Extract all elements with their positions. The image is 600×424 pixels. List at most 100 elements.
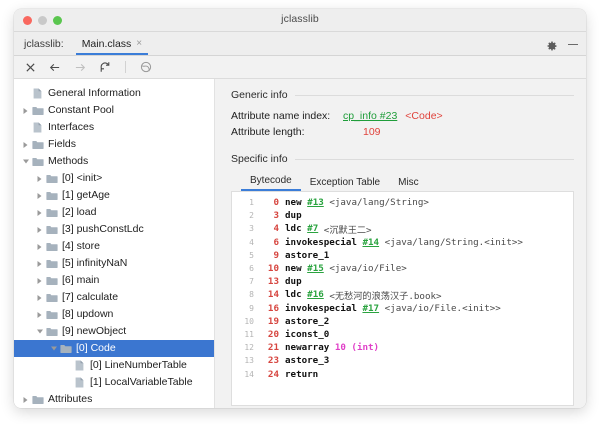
tree-item-interfaces[interactable]: Interfaces <box>14 119 214 136</box>
line-number: 4 <box>249 237 254 247</box>
chevron-down-icon[interactable] <box>48 345 59 352</box>
bytecode-opcode: new <box>285 263 302 275</box>
constant-pool-ref[interactable]: #15 <box>307 263 324 275</box>
bytecode-opcode: invokespecial <box>285 236 357 248</box>
bytecode-comment: <沉默王二> <box>323 224 372 236</box>
tree-item-4-store[interactable]: [4] store <box>14 238 214 255</box>
tree-item-attributes[interactable]: Attributes <box>14 391 214 408</box>
tab-exception-table[interactable]: Exception Table <box>309 177 381 188</box>
chevron-down-icon[interactable] <box>20 158 31 165</box>
tree-item-2-load[interactable]: [2] load <box>14 204 214 221</box>
chevron-right-icon[interactable] <box>34 243 45 251</box>
tree-item-methods[interactable]: Methods <box>14 153 214 170</box>
chevron-right-icon[interactable] <box>34 311 45 319</box>
tree-item-0-init[interactable]: [0] <init> <box>14 170 214 187</box>
folder-icon <box>31 395 44 405</box>
bytecode-immediate: 10 (int) <box>334 342 380 354</box>
panel-splitter[interactable] <box>215 79 219 408</box>
tree-item-9-newobject[interactable]: [9] newObject <box>14 323 214 340</box>
line-number: 14 <box>244 369 254 379</box>
gear-icon[interactable] <box>546 40 558 52</box>
chevron-right-icon[interactable] <box>20 107 31 115</box>
tree-item-fields[interactable]: Fields <box>14 136 214 153</box>
tree-item-label: Attributes <box>48 393 93 406</box>
chevron-down-icon[interactable] <box>34 328 45 335</box>
section-divider <box>294 94 574 96</box>
chevron-right-icon[interactable] <box>20 141 31 149</box>
constant-pool-ref[interactable]: #13 <box>307 197 324 209</box>
zoom-window-button[interactable] <box>53 16 62 25</box>
back-icon[interactable] <box>48 60 62 74</box>
tab-bytecode[interactable]: Bytecode <box>241 175 301 191</box>
tab-main-class[interactable]: Main.class × <box>75 38 149 55</box>
chevron-right-icon[interactable] <box>34 175 45 183</box>
tree-item-1-getage[interactable]: [1] getAge <box>14 187 214 204</box>
bytecode-offset: 10 <box>267 263 279 275</box>
chevron-right-icon[interactable] <box>34 260 45 268</box>
chevron-right-icon[interactable] <box>34 294 45 302</box>
tree-item-0-linenumbertable[interactable]: [0] LineNumberTable <box>14 357 214 374</box>
tree-item-label: [4] store <box>62 240 100 253</box>
chevron-right-icon[interactable] <box>34 209 45 217</box>
bytecode-opcode: ldc <box>285 223 302 235</box>
close-window-button[interactable] <box>23 16 32 25</box>
tree-item-5-infinitynan[interactable]: [5] infinityNaN <box>14 255 214 272</box>
bytecode-opcode: astore_2 <box>285 315 330 327</box>
close-icon[interactable] <box>23 60 37 74</box>
browse-icon[interactable] <box>139 60 153 74</box>
tree-item-3-pushconstldc[interactable]: [3] pushConstLdc <box>14 221 214 238</box>
tree-item-1-localvariabletable[interactable]: [1] LocalVariableTable <box>14 374 214 391</box>
tree-item-8-updown[interactable]: [8] updown <box>14 306 214 323</box>
tree-item-label: Interfaces <box>48 121 95 134</box>
tree-item-6-main[interactable]: [6] main <box>14 272 214 289</box>
minimize-icon[interactable] <box>568 43 578 46</box>
reload-icon[interactable] <box>98 60 112 74</box>
close-icon[interactable]: × <box>136 38 143 49</box>
line-number: 11 <box>244 329 254 339</box>
attribute-name-index-link[interactable]: cp_info #23 <box>343 110 398 122</box>
tab-misc[interactable]: Misc <box>398 177 419 188</box>
constant-pool-ref[interactable]: #7 <box>307 223 319 235</box>
chevron-right-icon[interactable] <box>20 396 31 404</box>
constant-pool-ref[interactable]: #17 <box>362 302 380 314</box>
bytecode-opcode: newarray <box>285 342 330 354</box>
minimize-window-button[interactable] <box>38 16 47 25</box>
toolbar-separator <box>125 61 126 73</box>
tree-item-constant-pool[interactable]: Constant Pool <box>14 102 214 119</box>
chevron-right-icon[interactable] <box>34 226 45 234</box>
app-window: jclasslib jclasslib: Main.class × <box>14 9 586 408</box>
chevron-right-icon[interactable] <box>34 192 45 200</box>
tree-item-0-code[interactable]: [0] Code <box>14 340 214 357</box>
bytecode-offset: 0 <box>273 197 279 209</box>
constant-pool-ref[interactable]: #16 <box>307 289 324 301</box>
chevron-right-icon[interactable] <box>34 277 45 285</box>
file-icon <box>73 377 86 388</box>
tree-item-7-calculate[interactable]: [7] calculate <box>14 289 214 306</box>
specific-info-title: Specific info <box>231 153 288 165</box>
bytecode-offset: 21 <box>267 342 279 354</box>
tree-item-label: Methods <box>48 155 89 168</box>
tab-main-class-label: Main.class <box>81 38 132 50</box>
tab-bar: jclasslib: Main.class × <box>14 32 586 56</box>
constant-pool-ref[interactable]: #14 <box>362 236 380 248</box>
bytecode-offset: 13 <box>267 276 279 288</box>
tree-item-general-information[interactable]: General Information <box>14 85 214 102</box>
forward-icon[interactable] <box>73 60 87 74</box>
